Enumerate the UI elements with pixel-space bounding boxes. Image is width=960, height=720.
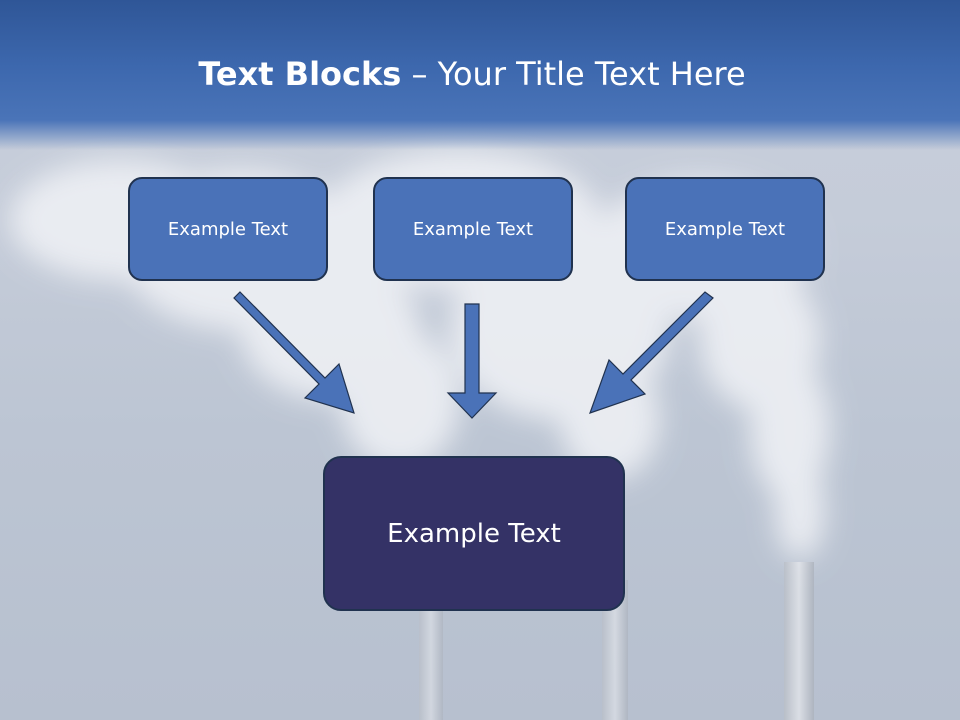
- title-bold-part: Text Blocks: [198, 55, 402, 93]
- title-separator: –: [401, 55, 438, 93]
- text-block-center[interactable]: Example Text: [373, 177, 573, 281]
- text-block-left[interactable]: Example Text: [128, 177, 328, 281]
- result-text-block-label: Example Text: [387, 518, 561, 549]
- arrow-right-diagonal-icon: [589, 291, 714, 414]
- arrow-left-diagonal-icon: [233, 291, 355, 414]
- arrow-down-icon: [446, 303, 498, 419]
- text-block-left-label: Example Text: [167, 218, 289, 240]
- text-block-center-label: Example Text: [412, 218, 534, 240]
- title-regular-part: Your Title Text Here: [437, 55, 746, 93]
- result-text-block[interactable]: Example Text: [323, 456, 625, 611]
- text-block-right-label: Example Text: [664, 218, 786, 240]
- text-block-right[interactable]: Example Text: [625, 177, 825, 281]
- slide-title: Text Blocks – Your Title Text Here: [0, 52, 944, 96]
- title-bar: [0, 0, 960, 150]
